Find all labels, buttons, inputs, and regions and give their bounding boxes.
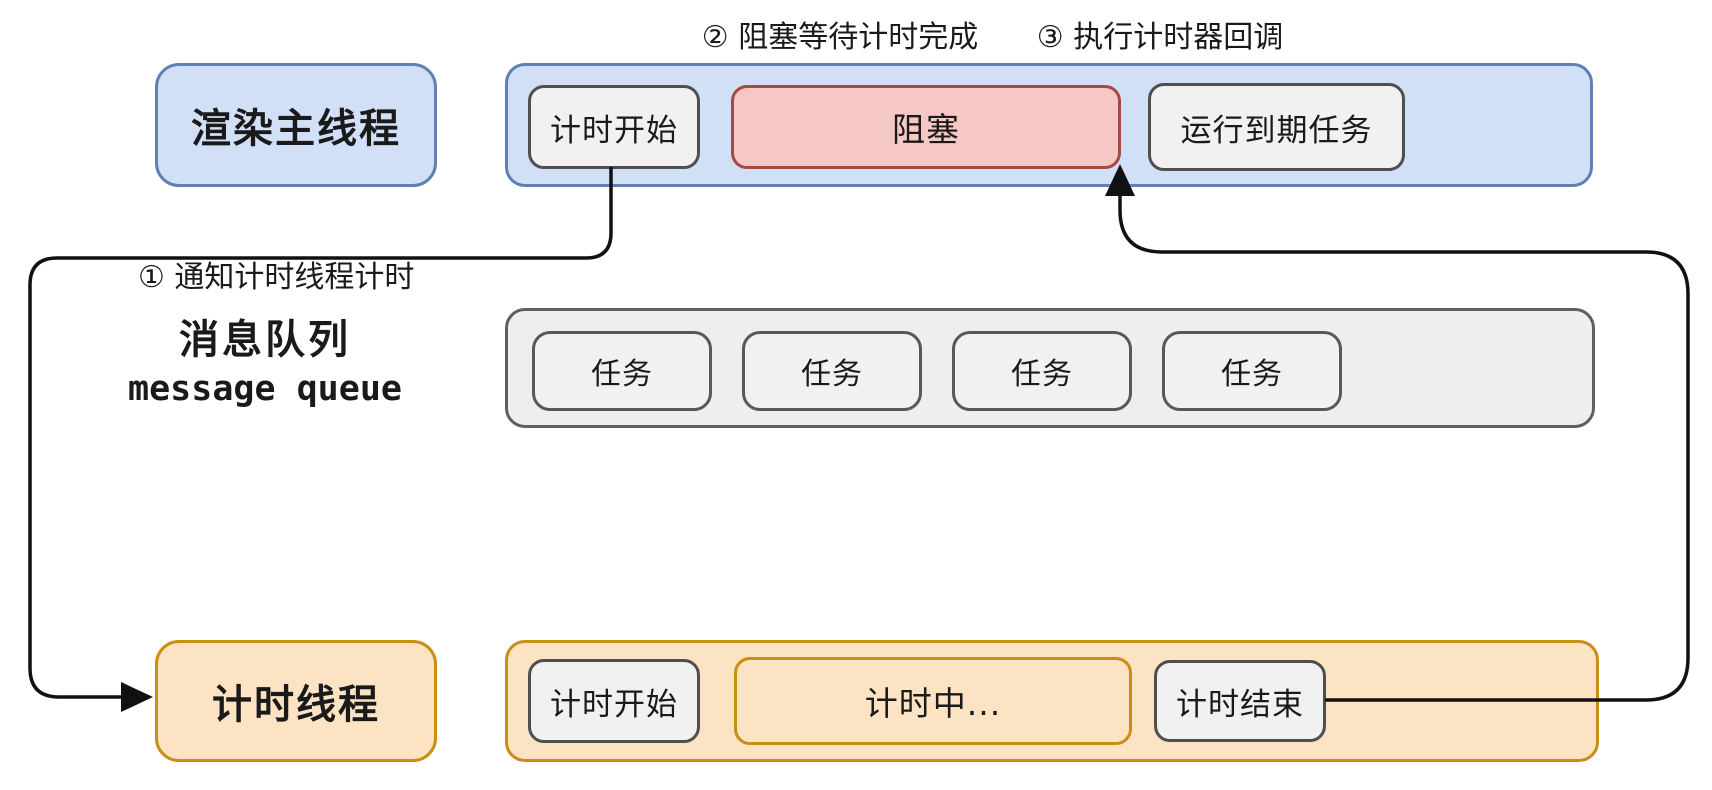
timing-in-progress-box: 计时中... [734,657,1132,745]
task-box: 任务 [1162,331,1342,411]
run-due-tasks-text: 运行到期任务 [1180,112,1373,149]
task-text: 任务 [1011,357,1073,392]
task-box: 任务 [952,331,1132,411]
message-queue-lane: 任务 任务 任务 任务 [505,308,1595,428]
main-timer-start-box: 计时开始 [528,85,700,169]
timer-thread-lane: 计时开始 计时中... 计时结束 [505,640,1599,762]
message-queue-label: 消息队列 message queue [60,314,470,412]
timer-start-box: 计时开始 [528,659,700,743]
annotation-step2: ② 阻塞等待计时完成 [701,20,979,55]
blocked-text: 阻塞 [892,110,960,149]
annotation-step3: ③ 执行计时器回调 [1036,20,1284,55]
task-text: 任务 [591,357,653,392]
task-text: 任务 [801,357,863,392]
timer-end-text: 计时结束 [1176,686,1304,723]
timer-start-text: 计时开始 [550,686,678,723]
arrow-notify-timer-thread [28,167,613,699]
main-timer-start-text: 计时开始 [550,112,678,149]
message-queue-label-en: message queue [128,369,402,409]
arrow-timer-callback [1118,194,1690,702]
timer-end-box: 计时结束 [1154,660,1326,742]
timer-thread-label-text: 计时线程 [212,682,380,728]
blocked-box: 阻塞 [731,85,1121,169]
annotation-step1: ① 通知计时线程计时 [138,260,415,295]
run-due-tasks-box: 运行到期任务 [1148,83,1405,171]
main-thread-label-text: 渲染主线程 [191,106,401,152]
main-thread-lane: 计时开始 阻塞 运行到期任务 [505,63,1593,187]
arrowhead-notify-timer-thread [121,682,153,712]
timing-in-progress-text: 计时中... [864,684,1002,723]
task-box: 任务 [742,331,922,411]
main-thread-label: 渲染主线程 [155,63,437,187]
message-queue-label-cn: 消息队列 [179,317,351,363]
timer-thread-label: 计时线程 [155,640,437,762]
task-text: 任务 [1221,357,1283,392]
task-box: 任务 [532,331,712,411]
